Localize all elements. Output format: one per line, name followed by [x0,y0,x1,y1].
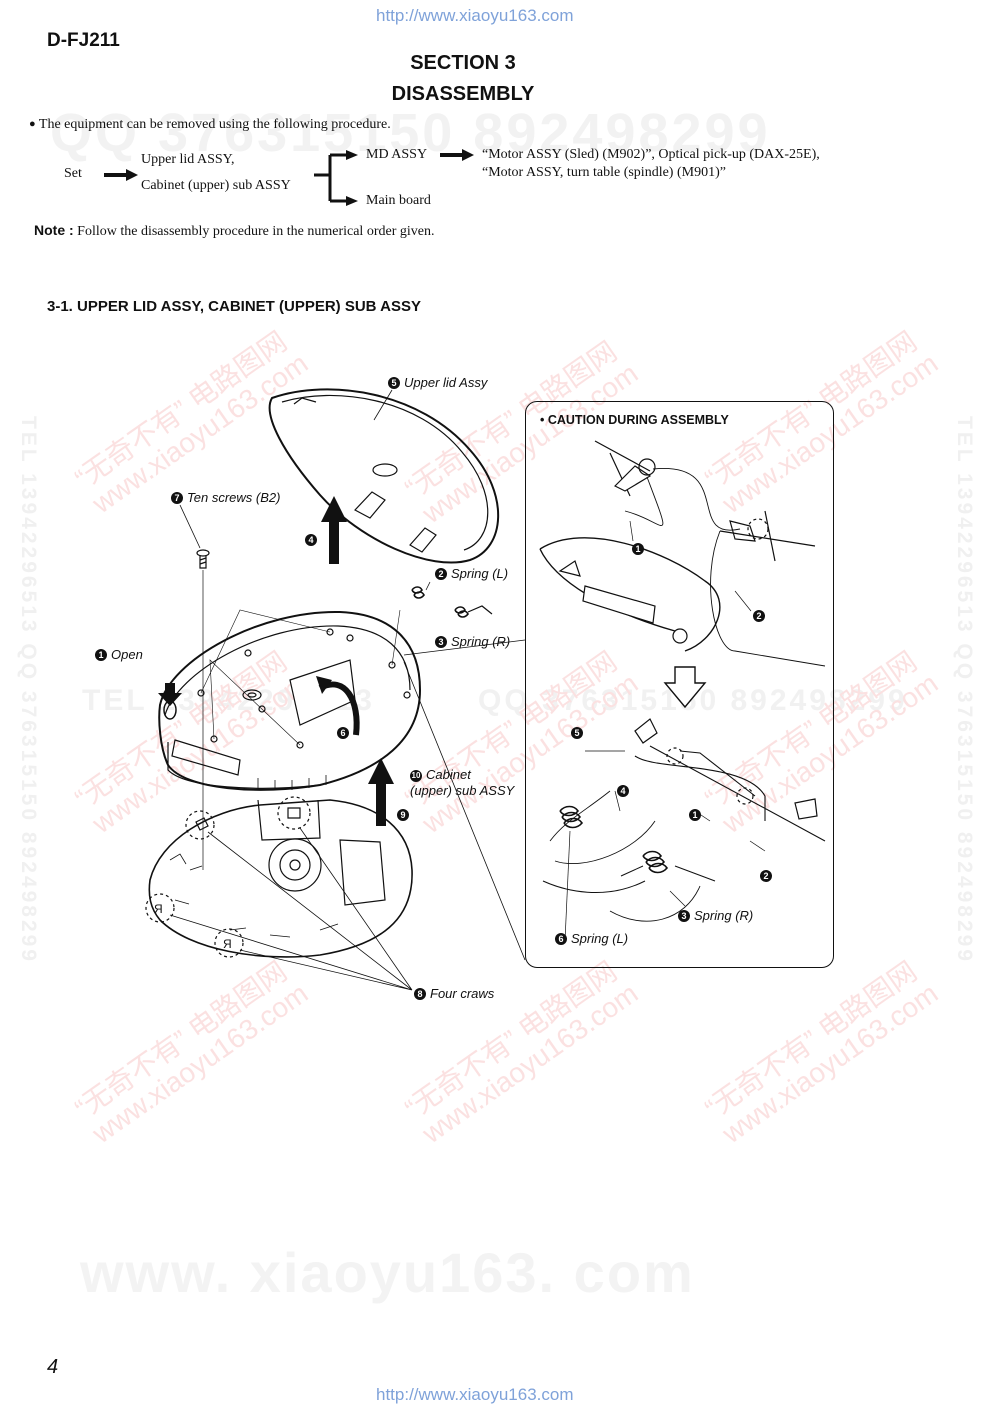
flow-motor-line1: “Motor ASSY (Sled) (M902)”, Optical pick… [482,147,820,162]
caution-num-4: 4 [617,783,633,798]
upper-lid-part [268,388,500,564]
caution-num-5: 5 [571,725,587,740]
caution-num-1: 1 [632,541,648,556]
note-line: Note : Follow the disassembly procedure … [34,222,434,240]
caution-illustration [539,440,826,942]
page-number: 4 [47,1356,59,1378]
watermark-big-bottom: www. xiaoyu163. com [80,1241,695,1304]
flow-motor-line2: “Motor ASSY, turn table (spindle) (M901)… [482,165,726,180]
watermark-qq-top: QQ 376315150 892498299 [50,103,771,163]
flow-set: Set [64,166,82,181]
svg-text:Я: Я [223,937,232,951]
caution-num-1b: 1 [689,807,705,822]
svg-text:Я: Я [154,902,163,916]
flow-md-assy: MD ASSY [366,147,428,162]
model-number: D-FJ211 [47,30,120,51]
subsection-heading: 3-1. UPPER LID ASSY, CABINET (UPPER) SUB… [47,298,421,315]
springs [411,581,493,618]
flow-arrows [104,149,474,206]
intro-text: The equipment can be removed using the f… [38,117,391,132]
callout-step-4: 4 [305,532,321,547]
caution-box [525,401,834,968]
caution-num-2b: 2 [760,868,776,883]
caution-num-2: 2 [753,608,769,623]
screw-part [179,504,210,870]
url-top[interactable]: http://www.xiaoyu163.com [376,6,574,25]
bullet-icon: ● [29,118,36,130]
url-bottom[interactable]: http://www.xiaoyu163.com [376,1385,574,1404]
note-label: Note : [34,222,74,238]
callout-step-6: 6 [337,725,353,740]
exploded-diagram: Я Я [145,388,526,991]
caution-title: • CAUTION DURING ASSEMBLY [540,413,729,427]
section-heading: SECTION 3 [410,52,516,74]
flow-main-board: Main board [366,193,431,208]
callout-step-9: 9 [397,807,413,822]
section-title: DISASSEMBLY [391,83,535,105]
chassis-part: Я Я [145,796,413,958]
flow-upper-lid: Upper lid ASSY, [141,152,235,167]
intro-line: ● The equipment can be removed using the… [29,117,391,133]
flow-cabinet-upper: Cabinet (upper) sub ASSY [141,178,291,193]
note-text: Follow the disassembly procedure in the … [77,224,435,239]
